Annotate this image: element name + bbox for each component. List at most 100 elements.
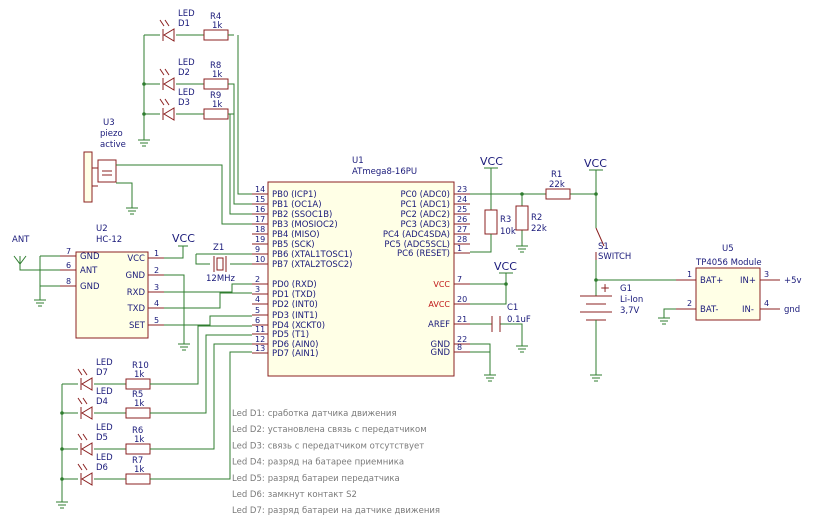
led-type: LED	[96, 387, 113, 397]
led-ref: D6	[96, 463, 108, 473]
u1-pin-number: 11	[255, 325, 265, 334]
piezo-ground	[116, 182, 138, 215]
u1-pin-name: PC4 (ADC4SDA)	[383, 230, 450, 240]
u1-pin-number: 6	[255, 316, 260, 325]
note-key: Led D7:	[232, 506, 265, 516]
u1-value: ATmega8-16PU	[352, 167, 417, 177]
u1-pin-number: 8	[457, 343, 462, 352]
resistor-value: 1k	[134, 399, 144, 409]
led-type: LED	[96, 423, 113, 433]
u1-pin-number: 7	[457, 275, 462, 284]
u2-pin-name: TXD	[126, 304, 145, 314]
note-key: Led D5:	[232, 474, 265, 484]
c1-ref: C1	[507, 303, 518, 313]
u1-pin-name: PB7 (XTAL2TOSC2)	[272, 260, 352, 270]
u1-pin-name: PB6 (XTAL1TOSC1)	[272, 250, 352, 260]
u1-pin-number: 4	[255, 295, 260, 304]
u1-pin-number: 5	[255, 306, 260, 315]
led-icon	[81, 377, 93, 391]
r2-value: 22k	[531, 224, 547, 234]
antenna-label: ANT	[12, 235, 30, 245]
capacitor-icon	[491, 316, 501, 332]
u1-pin-number: 25	[457, 205, 467, 214]
resistor-ref: R6	[132, 426, 143, 436]
note-line: Led D5:разряд батареи передатчика	[232, 474, 400, 484]
z1-value: 12MHz	[206, 274, 236, 284]
u1-pin-name: PC2 (ADC2)	[400, 210, 450, 220]
u1-pin-number: 18	[255, 225, 265, 234]
resistor-value: 1k	[134, 435, 144, 445]
u5-ref: U5	[722, 244, 734, 254]
led-ref: D3	[178, 98, 190, 108]
r2-ref: R2	[531, 213, 542, 223]
antenna-icon	[13, 255, 60, 271]
u5-pin-2: 2	[687, 299, 692, 308]
u5-pin-in-minus: IN-	[742, 305, 754, 315]
note-text: разряд батареи на датчике движения	[268, 506, 440, 516]
svg-text:+: +	[600, 281, 610, 295]
note-line: Led D7:разряд батареи на датчике движени…	[232, 506, 440, 516]
led-type: LED	[178, 9, 195, 19]
u5-body	[695, 267, 761, 321]
g1-value-2: 3,7V	[620, 306, 640, 316]
s1-value: SWITCH	[598, 252, 631, 262]
led-type: LED	[178, 88, 195, 98]
c1-value: 0.1uF	[507, 315, 531, 325]
u1-pin-name: PD4 (XCKT0)	[272, 321, 325, 331]
u1-pin-name: PC3 (ADC3)	[400, 220, 450, 230]
u1-pin-name: VCC	[433, 280, 450, 289]
resistor-icon	[125, 407, 151, 419]
u1-pin-number: 20	[457, 295, 467, 304]
u1-pin-number: 27	[457, 225, 467, 234]
note-line: Led D2:установлена связь с передатчиком	[232, 425, 427, 435]
u5-value: TP4056 Module	[695, 258, 762, 268]
u1-pin-number: 23	[457, 185, 467, 194]
u2-pin-number: 3	[154, 283, 159, 292]
u2-pin-number: 2	[154, 266, 159, 275]
u5-pin-3: 3	[764, 270, 769, 279]
led-ref: D7	[96, 368, 108, 378]
note-text: замкнут контакт S2	[268, 490, 357, 500]
u5-pin-bat-plus: BAT+	[700, 276, 723, 286]
u2-gnd-wire	[39, 255, 60, 300]
vcc-label: VCC	[172, 232, 195, 245]
u1-pin-number: 24	[457, 195, 467, 204]
u2-pin-name: GND	[126, 271, 146, 281]
u1-ref: U1	[352, 156, 364, 166]
u1-pin-name: PC5 (ADC5SCL)	[384, 240, 450, 250]
u2-pin-name: RXD	[127, 288, 146, 298]
u1-pin-name: PB2 (SSOC1B)	[272, 210, 332, 220]
u3-value-1: piezo	[100, 129, 123, 139]
r3-ref: R3	[500, 215, 511, 225]
r3-value: 10k	[500, 227, 516, 237]
led-type: LED	[178, 58, 195, 68]
u1-pin-name: PD2 (INT0)	[272, 300, 318, 310]
note-key: Led D2:	[232, 425, 265, 435]
antenna: ANT	[12, 235, 60, 307]
note-text: установлена связь с передатчиком	[268, 425, 427, 435]
r2-resistor	[515, 205, 529, 231]
d6-net	[156, 351, 252, 480]
battery-icon	[580, 295, 612, 321]
note-text: разряд на батарее приемника	[268, 458, 404, 468]
u1-pin-number: 22	[457, 335, 467, 344]
ground-icon	[34, 299, 46, 307]
u2-pin-number: 6	[66, 261, 71, 270]
u1-pin-number: 1	[457, 244, 462, 253]
vcc-label-3: VCC	[584, 157, 607, 170]
led-icon	[163, 77, 175, 91]
u2-pin-number: 5	[154, 316, 159, 325]
r1-ref: R1	[551, 170, 562, 180]
u1-pin-name: PD7 (AIN1)	[272, 349, 319, 359]
u1-pin-name: PC6 (RESET)	[397, 249, 450, 259]
resistor-ref: R5	[132, 390, 143, 400]
u1-pin-name: PD1 (TXD)	[272, 290, 316, 300]
resistor-ref: R4	[210, 12, 221, 22]
